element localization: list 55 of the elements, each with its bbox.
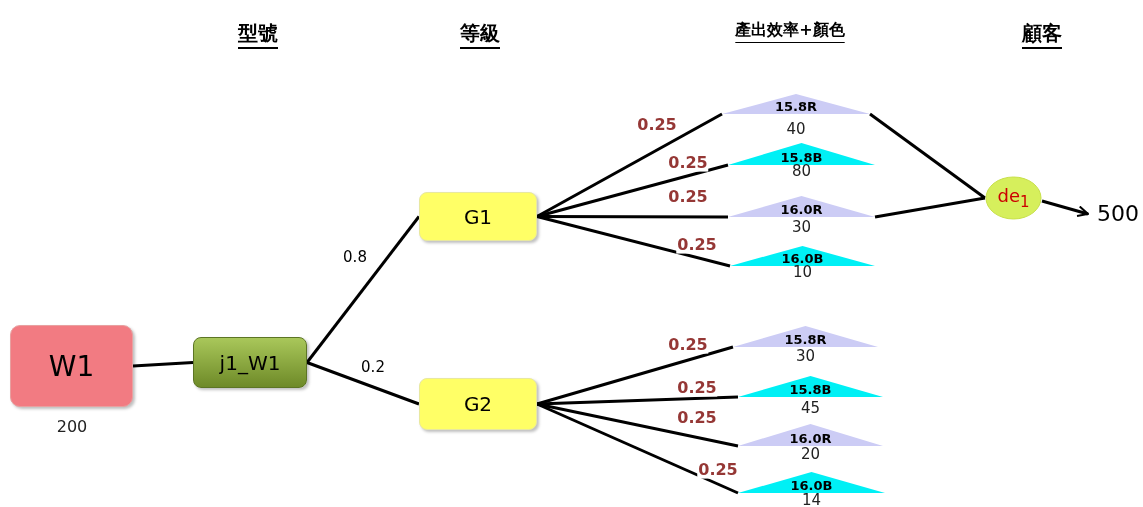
triangle-node [738, 424, 883, 446]
node-text: 16.0R [780, 203, 823, 216]
edge-label: 0.25 [667, 154, 709, 172]
node-value: 30 [795, 347, 816, 365]
node-text: 16.0R [789, 432, 832, 445]
node-text: 15.8R [784, 333, 827, 346]
node-text: de$_{1}$ [997, 185, 1030, 211]
column-heading: 產出效率+顏色 [735, 20, 845, 41]
node-value: 14 [801, 491, 822, 507]
connector-line [874, 196, 986, 219]
node-text: j1_W1 [219, 350, 281, 375]
process-box [419, 192, 537, 241]
node-value: 30 [791, 218, 812, 236]
triangle-node [728, 196, 875, 217]
ellipse-node [985, 176, 1042, 220]
connector-line [869, 112, 986, 200]
connector-line [132, 361, 194, 368]
column-heading: 顧客 [1022, 20, 1062, 47]
connector-line [537, 215, 728, 219]
node-value: 45 [800, 399, 821, 417]
process-box [10, 325, 133, 407]
triangle-node [738, 472, 885, 493]
column-heading: 型號 [238, 20, 278, 47]
node-value: 20 [800, 445, 821, 463]
node-text: 16.0B [790, 479, 833, 492]
node-text: 15.8B [789, 383, 832, 396]
arrow [1041, 199, 1089, 218]
node-value: 10 [792, 263, 813, 281]
node-text: 15.8B [780, 151, 823, 164]
node-text: 500 [1097, 200, 1139, 226]
connector-line [536, 163, 729, 218]
triangle-node [730, 246, 875, 266]
node-text: G2 [463, 392, 493, 416]
process-box [193, 337, 307, 388]
connector-line [305, 215, 421, 364]
edge-label: 0.25 [667, 336, 709, 354]
node-text: 16.0B [781, 252, 824, 265]
node-value: 40 [786, 120, 806, 138]
edge-label: 0.25 [676, 236, 718, 254]
triangle-node [738, 376, 883, 397]
connector-line [306, 361, 420, 406]
connector-line [536, 112, 723, 218]
triangle-node [722, 94, 870, 114]
node-text: W1 [48, 349, 95, 383]
edge-label: 0.25 [697, 461, 739, 479]
triangle-node [733, 326, 878, 347]
process-box [419, 378, 537, 430]
connector-line [536, 215, 731, 268]
node-text: G1 [463, 204, 493, 229]
node-value: 80 [791, 162, 812, 180]
node-value: 200 [56, 416, 88, 436]
connector-line [536, 402, 739, 495]
column-heading: 等級 [460, 20, 500, 47]
node-text: 15.8R [774, 100, 818, 113]
triangle-node [728, 143, 875, 165]
